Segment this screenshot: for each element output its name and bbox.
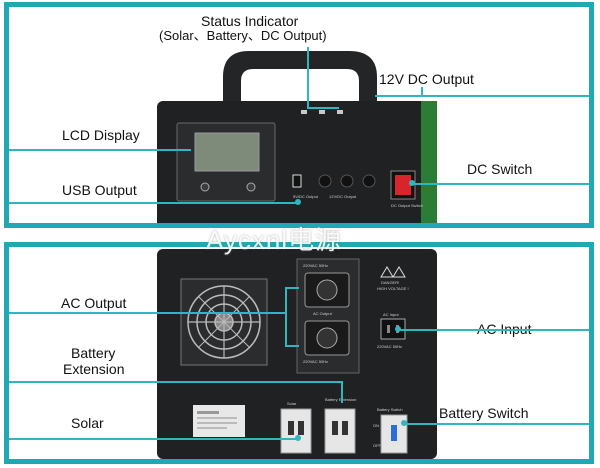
solar-small-label: Solar xyxy=(287,401,296,406)
ac-input-small-label: AC Input xyxy=(383,312,399,317)
dc-small-label: 12V/DC Output xyxy=(329,194,356,199)
solar-breaker xyxy=(281,409,311,453)
outlet-mid-text: AC Output xyxy=(313,311,332,316)
off-label: OFF xyxy=(373,443,381,448)
ac-input-voltage-text: 220VAC 50Hz xyxy=(377,344,402,349)
ac-output-leader xyxy=(9,312,285,314)
outlet-top-text: 220VAC 50Hz xyxy=(303,263,328,268)
usb-port xyxy=(293,175,301,187)
solar-label: Solar xyxy=(71,415,104,431)
carry-handle xyxy=(223,51,377,103)
dc-switch-leader xyxy=(413,183,589,185)
dc-port-3 xyxy=(363,175,375,187)
ac-output-bracket-top xyxy=(285,287,299,289)
ac-input-leader-dot xyxy=(395,326,401,332)
battery-extension-label-2: Extension xyxy=(63,361,124,377)
status-leader-h xyxy=(307,107,339,109)
ac-input-leader xyxy=(399,329,589,331)
lcd-display-label: LCD Display xyxy=(62,127,140,143)
watermark-text: Aycxnl电源 xyxy=(206,220,342,257)
dc12v-output-label: 12V DC Output xyxy=(379,71,474,87)
warning-sticker xyxy=(193,405,245,437)
ac-output-label: AC Output xyxy=(61,295,126,311)
battery-extension-leader-v xyxy=(341,381,343,403)
ac-output-bracket-bottom xyxy=(285,345,299,347)
ac-output-leader-bracket xyxy=(285,287,287,347)
usb-leader-dot xyxy=(295,199,301,205)
usb-output-label: USB Output xyxy=(62,182,137,198)
lcd-leader xyxy=(9,149,191,151)
solar-leader-dot xyxy=(295,435,301,441)
battery-switch-leader-dot xyxy=(401,420,407,426)
top-panel: 5V/DC Output 12V/DC Output DC Output Swi… xyxy=(4,2,594,228)
danger-sub-text: HIGH VOLTAGE ! xyxy=(377,286,409,291)
status-leader-v xyxy=(307,47,309,109)
dc-switch-rocker xyxy=(395,175,411,195)
battery-switch-leader xyxy=(405,423,589,425)
danger-text: DANGER! xyxy=(381,280,399,285)
status-indicator-sub: (Solar、Battery、DC Output) xyxy=(159,28,327,44)
bottom-panel: 220VAC 50Hz AC Output 220VAC 50Hz DANGER… xyxy=(4,242,594,464)
dc-switch-label: DC Switch xyxy=(467,161,532,177)
lcd-screen xyxy=(195,133,259,171)
switch-small-label: DC Output Switch xyxy=(391,203,423,208)
battery-switch-label: Battery Switch xyxy=(439,405,528,421)
usb-leader xyxy=(9,202,299,204)
battery-extension-leader-h xyxy=(9,381,343,383)
outlet-bottom-text: 220VAC 50Hz xyxy=(303,359,328,364)
on-label: ON xyxy=(373,423,379,428)
dc-port-1 xyxy=(319,175,331,187)
lcd-button-right xyxy=(247,183,255,191)
battery-switch-small-label: Battery Switch xyxy=(377,407,403,412)
battery-extension-label-1: Battery xyxy=(71,345,115,361)
lcd-button-left xyxy=(201,183,209,191)
battery-extension-breaker xyxy=(325,409,355,453)
status-indicator-title: Status Indicator xyxy=(201,13,298,29)
solar-leader xyxy=(9,438,299,440)
dc12v-leader-h xyxy=(375,95,594,97)
dc-switch-leader-dot xyxy=(409,180,415,186)
dc-port-2 xyxy=(341,175,353,187)
fan-grille xyxy=(181,279,267,365)
